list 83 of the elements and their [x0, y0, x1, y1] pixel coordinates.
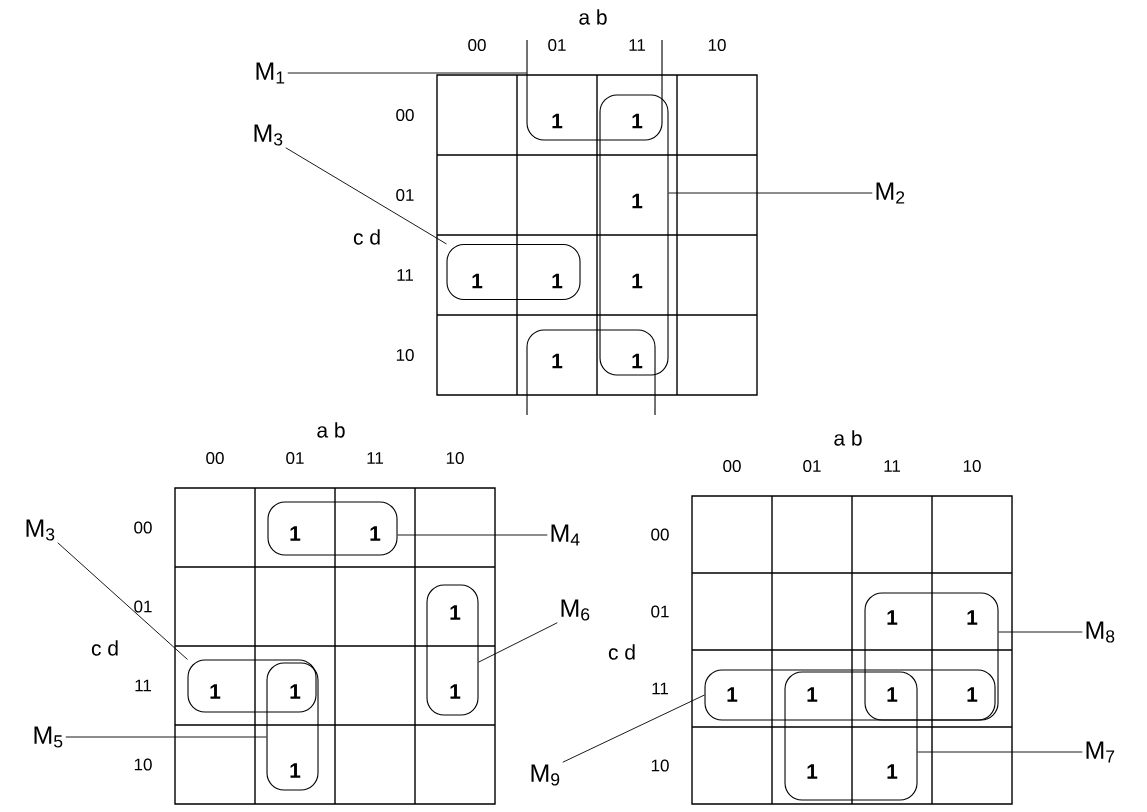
column-header: 11 [884, 460, 900, 472]
group-label: M$_{8}$ [1086, 621, 1115, 643]
cell-value: 1 [632, 193, 643, 209]
row-header: 00 [134, 521, 152, 534]
cell-value: 1 [632, 353, 643, 369]
cell-value: 1 [370, 526, 381, 541]
leader-line [57, 542, 188, 660]
cell-value: 1 [632, 273, 643, 289]
group-loop [704, 669, 996, 721]
row-header: 10 [396, 349, 414, 362]
group-label: M$_{2}$ [876, 182, 905, 204]
cell-value: 1 [552, 353, 563, 369]
cell-value: 1 [967, 610, 978, 625]
cell-value: 1 [552, 273, 563, 289]
row-header: 11 [397, 269, 413, 281]
leader-line [917, 751, 1083, 753]
leader-line [998, 631, 1083, 633]
row-header: 10 [651, 759, 669, 772]
group-label: M$_{3}$ [254, 124, 283, 146]
row-header: 00 [396, 109, 414, 122]
group-loop [187, 659, 317, 713]
group-loop [784, 671, 918, 801]
row-header: 01 [134, 600, 152, 613]
variable-label: c d [608, 644, 635, 660]
column-header: 10 [708, 39, 726, 52]
group-label: M$_{1}$ [256, 62, 285, 84]
group-loop [446, 243, 581, 301]
group-label: M$_{3}$ [26, 519, 55, 541]
group-loop [426, 584, 479, 716]
group-label: M$_{9}$ [531, 764, 560, 786]
group-loop [266, 662, 319, 791]
column-header: 11 [629, 39, 645, 51]
group-loop [267, 501, 398, 556]
cell-value: 1 [967, 687, 978, 702]
cell-value: 1 [210, 684, 221, 699]
cell-value: 1 [290, 763, 301, 778]
column-header: 01 [803, 460, 821, 473]
cell-value: 1 [472, 273, 483, 289]
variable-label: c d [353, 229, 380, 245]
group-label: M$_{5}$ [34, 726, 63, 748]
variable-label: a b [317, 422, 345, 438]
group-loop [599, 94, 669, 376]
variable-label: c d [91, 640, 118, 656]
row-header: 10 [134, 758, 152, 771]
cell-value: 1 [807, 764, 818, 779]
leader-line [285, 147, 447, 245]
cell-value: 1 [450, 605, 461, 620]
column-header: 01 [548, 39, 566, 52]
group-loop [526, 329, 656, 416]
column-header: 11 [367, 452, 383, 464]
row-header: 01 [396, 189, 414, 202]
group-label: M$_{6}$ [561, 599, 590, 621]
cell-value: 1 [807, 687, 818, 702]
column-header: 10 [446, 452, 464, 465]
group-label: M$_{4}$ [551, 524, 580, 546]
cell-value: 1 [450, 684, 461, 699]
cell-value: 1 [290, 526, 301, 541]
row-header: 11 [652, 682, 668, 695]
cell-value: 1 [887, 764, 898, 779]
cell-value: 1 [290, 684, 301, 699]
leader-line [287, 72, 528, 74]
cell-value: 1 [887, 610, 898, 625]
variable-label: a b [834, 430, 862, 446]
row-header: 01 [651, 605, 669, 618]
group-label: M$_{7}$ [1086, 741, 1115, 763]
group-loop [526, 39, 663, 141]
column-header: 01 [286, 452, 304, 465]
leader-line [478, 622, 558, 663]
column-header: 00 [723, 460, 741, 473]
leader-line [397, 534, 548, 536]
cell-value: 1 [552, 113, 563, 129]
column-header: 00 [468, 39, 486, 52]
column-header: 00 [206, 452, 224, 465]
cell-value: 1 [887, 687, 898, 702]
cell-value: 1 [632, 113, 643, 129]
row-header: 00 [651, 528, 669, 541]
leader-line [65, 736, 267, 738]
row-header: 11 [135, 679, 151, 692]
leader-line [562, 694, 705, 763]
group-loop [864, 592, 999, 721]
leader-line [668, 192, 873, 194]
column-header: 10 [963, 460, 981, 473]
cell-value: 1 [727, 687, 738, 702]
